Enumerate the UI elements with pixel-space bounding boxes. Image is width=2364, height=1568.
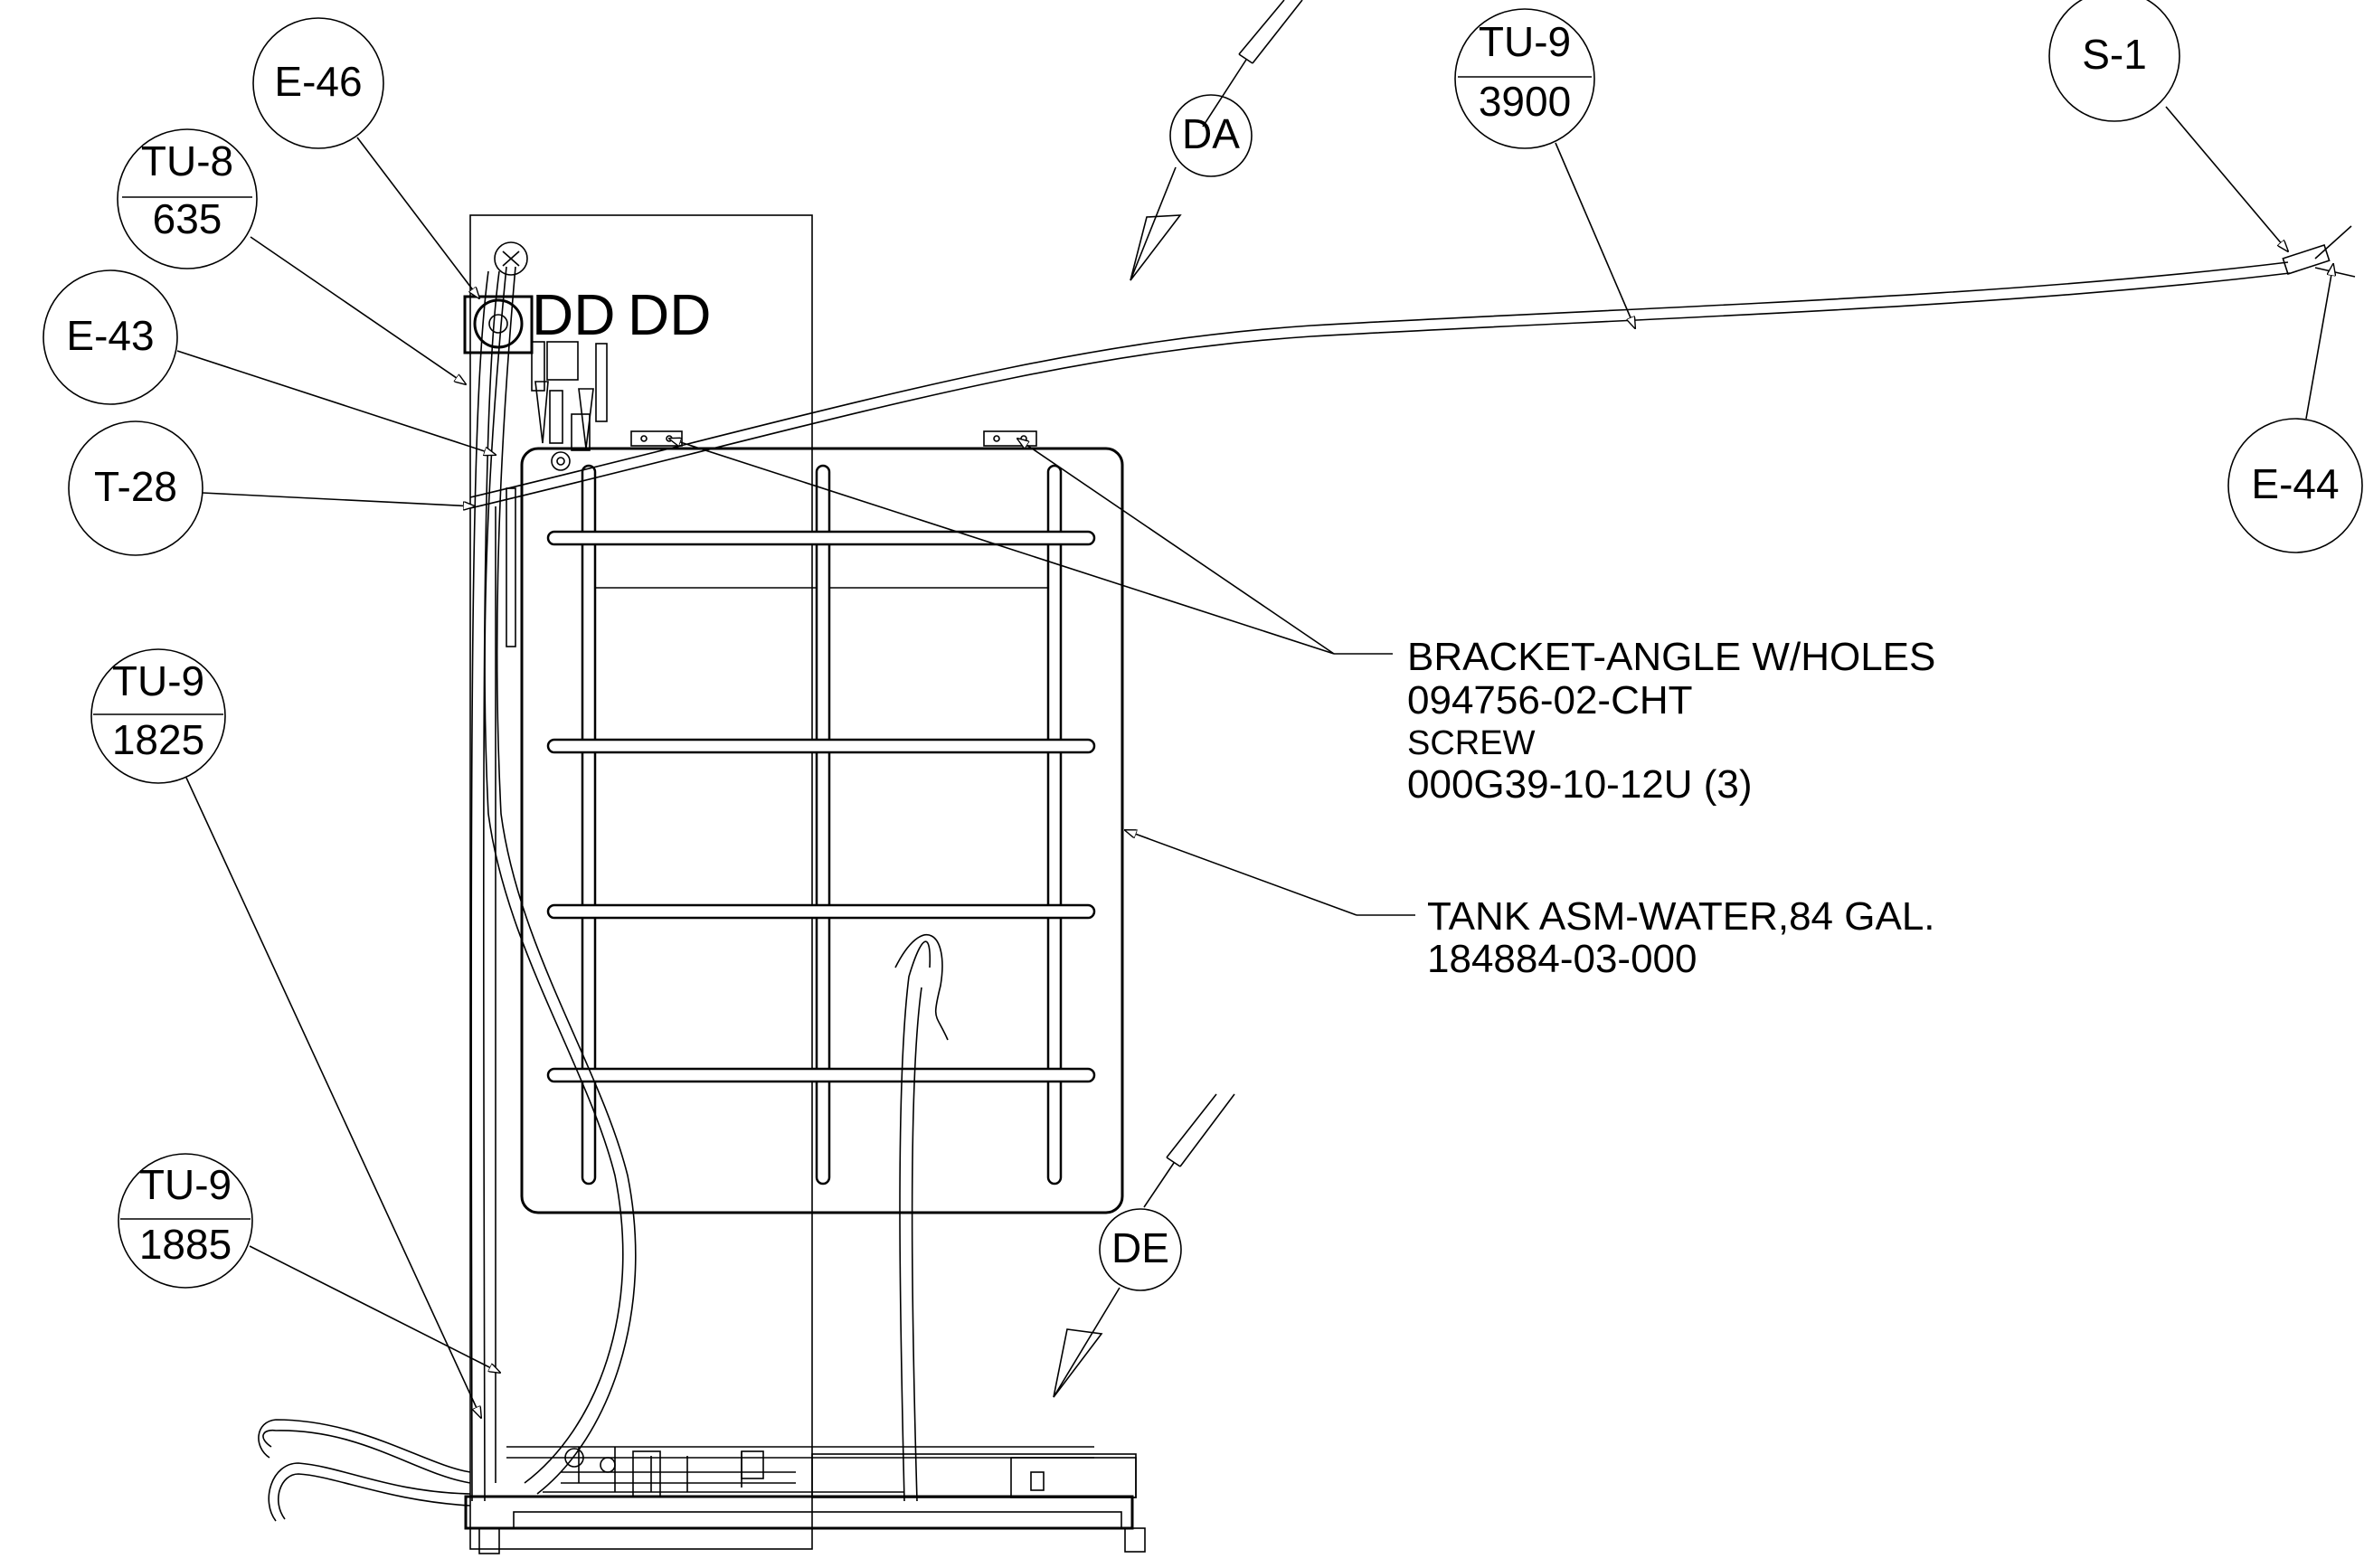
tube-tank-interior [894, 934, 949, 1502]
svg-text:TU-9: TU-9 [1479, 18, 1571, 65]
base-assembly [464, 1446, 1146, 1554]
tank-rib-vertical [815, 464, 831, 1185]
svg-text:094756-02-CHT: 094756-02-CHT [1407, 678, 1693, 723]
balloon-tu-9-1825: TU-9 1825 [90, 648, 481, 1418]
tank-rib-horizontal [546, 1067, 1096, 1083]
svg-text:S-1: S-1 [2082, 31, 2147, 78]
tube-loose-ends [258, 1419, 471, 1522]
svg-text:T-28: T-28 [94, 463, 177, 510]
svg-text:E-43: E-43 [66, 312, 154, 359]
enclosure-outline [469, 214, 813, 1550]
pump-assembly [463, 241, 608, 471]
tank-rib-vertical [581, 464, 597, 1185]
svg-text:184884-03-000: 184884-03-000 [1427, 937, 1697, 981]
bracket-angle [983, 430, 1037, 447]
view-indicator-da [1130, 0, 1303, 281]
callout-tank-leader [1125, 830, 1415, 916]
svg-text:000G39-10-12U (3): 000G39-10-12U (3) [1407, 762, 1753, 807]
dd-label: DD [532, 282, 615, 347]
tank-rib-horizontal [546, 530, 1096, 546]
tube-long-right [469, 225, 2356, 509]
balloon-e-43: E-43 [43, 269, 496, 455]
callout-bracket-text: BRACKET-ANGLE W/HOLES 094756-02-CHT SCRE… [1407, 635, 1935, 807]
balloon-tu-9-1885: TU-9 1885 [118, 1153, 500, 1373]
svg-text:BRACKET-ANGLE W/HOLES: BRACKET-ANGLE W/HOLES [1407, 635, 1935, 679]
svg-text:635: 635 [153, 195, 222, 242]
tank-rib-horizontal [546, 903, 1096, 920]
dd-label: DD [628, 282, 711, 347]
svg-text:TANK ASM-WATER,84 GAL.: TANK ASM-WATER,84 GAL. [1427, 894, 1935, 939]
svg-text:1825: 1825 [112, 716, 204, 763]
balloon-s-1: S-1 [2048, 0, 2288, 251]
svg-text:TU-8: TU-8 [141, 137, 233, 184]
bracket-angle [630, 430, 683, 447]
svg-text:1885: 1885 [139, 1221, 232, 1268]
tank-rib-vertical [1046, 464, 1063, 1185]
view-indicator-de [1053, 1093, 1235, 1398]
svg-text:TU-9: TU-9 [112, 657, 204, 704]
svg-text:DA: DA [1182, 110, 1240, 157]
svg-text:E-46: E-46 [274, 58, 362, 105]
callout-tank-text: TANK ASM-WATER,84 GAL. 184884-03-000 [1427, 894, 1935, 981]
tube-routing-left [470, 266, 637, 1502]
balloon-tu-9-3900: TU-9 3900 [1454, 8, 1635, 328]
balloon-t-28: T-28 [68, 420, 475, 556]
callout-bracket-leaders [669, 439, 1393, 655]
tank-rib-horizontal [546, 738, 1096, 754]
view-balloon-da: DA [1169, 94, 1253, 177]
balloon-e-46: E-46 [252, 17, 479, 298]
svg-text:3900: 3900 [1479, 78, 1571, 125]
view-balloon-de: DE [1099, 1208, 1182, 1291]
svg-text:SCREW: SCREW [1407, 724, 1536, 762]
balloon-tu-8: TU-8 635 [117, 128, 466, 384]
svg-text:TU-9: TU-9 [139, 1161, 232, 1208]
balloon-e-44: E-44 [2227, 264, 2363, 553]
svg-text:DE: DE [1111, 1224, 1169, 1271]
water-tank [520, 447, 1124, 1214]
svg-text:E-44: E-44 [2251, 460, 2339, 507]
